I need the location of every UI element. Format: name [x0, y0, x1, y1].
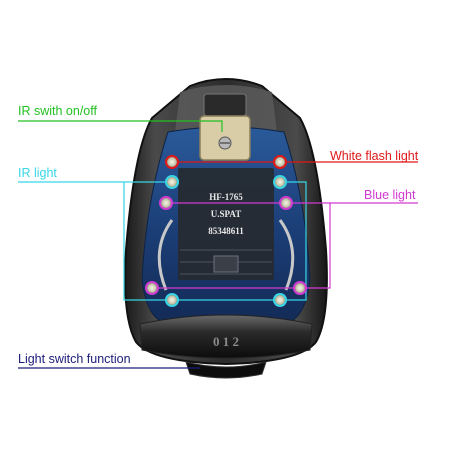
blue-led-right-bottom — [293, 281, 307, 295]
blue-light-label: Blue light — [364, 188, 416, 202]
ir-switch-housing — [203, 93, 247, 117]
blue-led-left-top — [159, 196, 173, 210]
light-switch-selector[interactable] — [185, 361, 267, 379]
blue-led-right-top — [279, 196, 293, 210]
ir-led-right-bottom — [273, 293, 287, 307]
white-flash-label: White flash light — [330, 149, 419, 163]
ir-led-right-top — [273, 175, 287, 189]
ir-light-label: IR light — [18, 166, 57, 180]
ir-light-leader — [18, 181, 307, 301]
ir-led-left-top — [165, 175, 179, 189]
device-patent-text: U.SPAT — [211, 209, 241, 219]
ir-switch-label: IR swith on/off — [18, 104, 97, 118]
blue-led-left-bottom — [145, 281, 159, 295]
white-led-left — [165, 155, 179, 169]
selector-base — [139, 314, 313, 359]
battery-plate — [178, 168, 274, 280]
device-number-text: 85348611 — [208, 226, 244, 236]
ir-led-left-bottom — [165, 293, 179, 307]
leds — [145, 155, 307, 307]
dial-positions-text: 0 1 2 — [213, 334, 239, 349]
switch-function-label: Light switch function — [18, 352, 131, 366]
leader-lines — [18, 120, 418, 369]
strobe-device: HF-1765 U.SPAT 85348611 0 1 2 — [124, 78, 328, 379]
battery-latch — [213, 255, 239, 273]
coil-right — [278, 219, 295, 291]
device-model-text: HF-1765 — [209, 192, 243, 202]
coil-left — [157, 219, 174, 291]
blue-light-leader — [152, 202, 418, 289]
ir-switch-leader — [18, 120, 223, 132]
white-led-right — [273, 155, 287, 169]
